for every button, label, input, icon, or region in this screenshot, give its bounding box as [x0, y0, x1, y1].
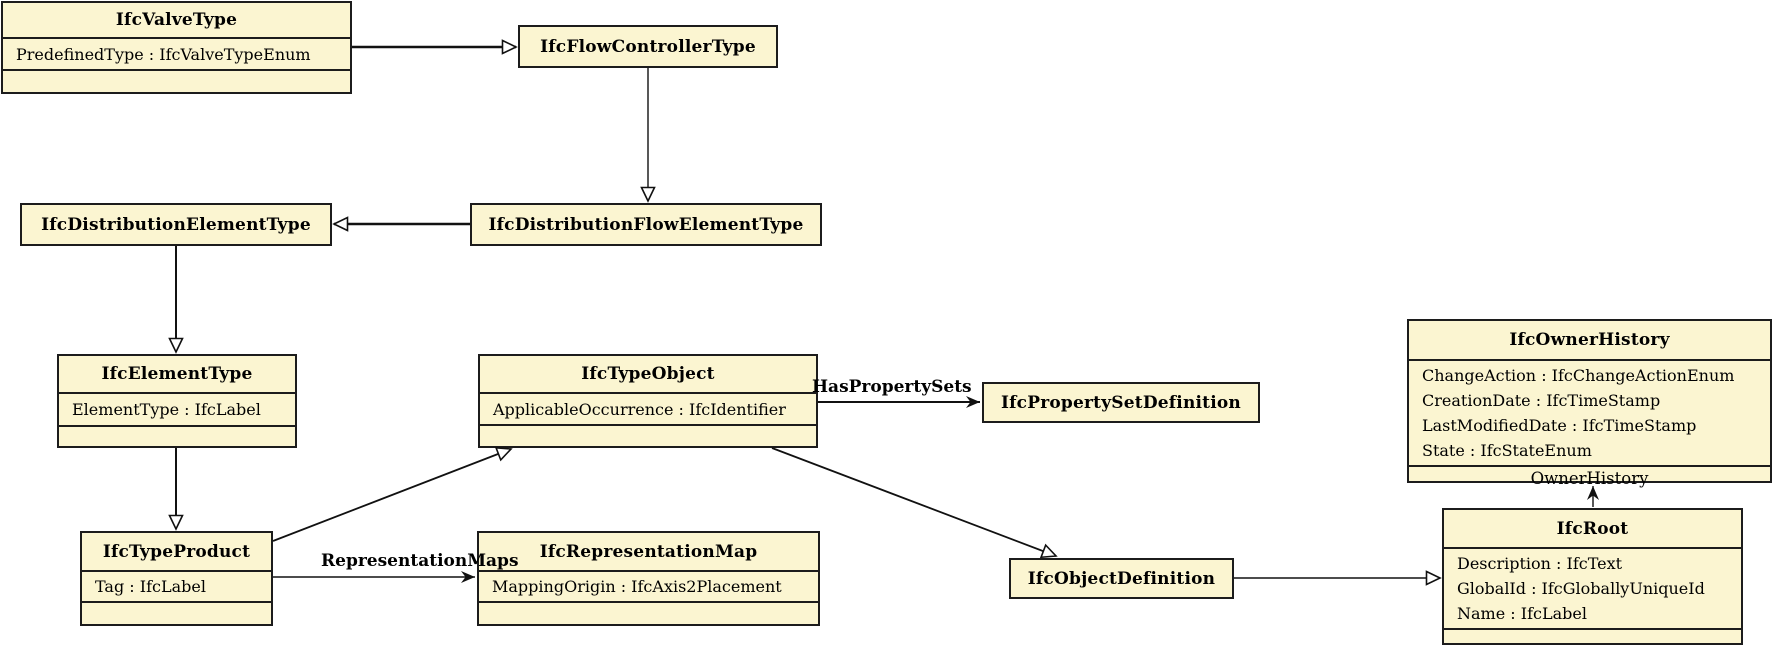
class-box-ifc-property-set-definition: IfcPropertySetDefinition [982, 382, 1260, 423]
class-attribute: Tag : IfcLabel [95, 577, 206, 596]
class-footer [3, 69, 350, 92]
class-attribute: GlobalId : IfcGloballyUniqueId [1457, 579, 1705, 598]
edge-type-product-to-type-object [272, 446, 513, 542]
class-title: IfcPropertySetDefinition [1001, 392, 1241, 413]
class-attributes: ApplicableOccurrence : IfcIdentifier [480, 392, 816, 424]
class-footer [59, 425, 295, 446]
class-footer [1444, 628, 1741, 646]
class-attributes: MappingOrigin : IfcAxis2Placement [479, 570, 818, 601]
class-attributes: ElementType : IfcLabel [59, 392, 295, 425]
class-attributes: Tag : IfcLabel [82, 570, 271, 601]
class-footer [480, 424, 816, 446]
class-footer [82, 601, 271, 624]
class-title: IfcObjectDefinition [1027, 568, 1216, 589]
class-attribute: PredefinedType : IfcValveTypeEnum [16, 44, 311, 64]
class-title: IfcDistributionFlowElementType [488, 214, 804, 235]
class-title: IfcOwnerHistory [1509, 330, 1670, 350]
class-title: IfcFlowControllerType [540, 36, 756, 57]
class-title: IfcDistributionElementType [41, 214, 311, 235]
class-box-ifc-distribution-element-type: IfcDistributionElementType [20, 203, 332, 246]
class-title: IfcElementType [101, 364, 253, 384]
edge-label-type-object-to-property-set-definition: HasPropertySets [812, 377, 972, 397]
class-box-ifc-object-definition: IfcObjectDefinition [1009, 558, 1234, 599]
class-title: IfcValveType [115, 10, 238, 30]
class-title: IfcTypeProduct [102, 541, 251, 562]
class-box-ifc-flow-controller-type: IfcFlowControllerType [518, 25, 778, 68]
class-attribute: Name : IfcLabel [1457, 604, 1587, 623]
class-attribute: MappingOrigin : IfcAxis2Placement [492, 577, 782, 596]
class-footer [479, 601, 818, 624]
class-attribute: State : IfcStateEnum [1422, 441, 1592, 460]
class-attributes: PredefinedType : IfcValveTypeEnum [3, 37, 350, 69]
class-attribute: ElementType : IfcLabel [72, 400, 261, 419]
class-attribute: LastModifiedDate : IfcTimeStamp [1422, 416, 1697, 435]
class-title: IfcTypeObject [581, 364, 715, 384]
class-attribute: ApplicableOccurrence : IfcIdentifier [493, 399, 786, 419]
class-title: IfcRepresentationMap [539, 541, 758, 562]
class-box-ifc-distribution-flow-element-type: IfcDistributionFlowElementType [470, 203, 822, 246]
class-attribute: Description : IfcText [1457, 554, 1623, 573]
class-attribute: CreationDate : IfcTimeStamp [1422, 391, 1661, 410]
class-footer-label: OwnerHistory [1409, 465, 1770, 489]
class-title: IfcRoot [1556, 518, 1629, 539]
class-attribute: ChangeAction : IfcChangeActionEnum [1422, 366, 1735, 385]
